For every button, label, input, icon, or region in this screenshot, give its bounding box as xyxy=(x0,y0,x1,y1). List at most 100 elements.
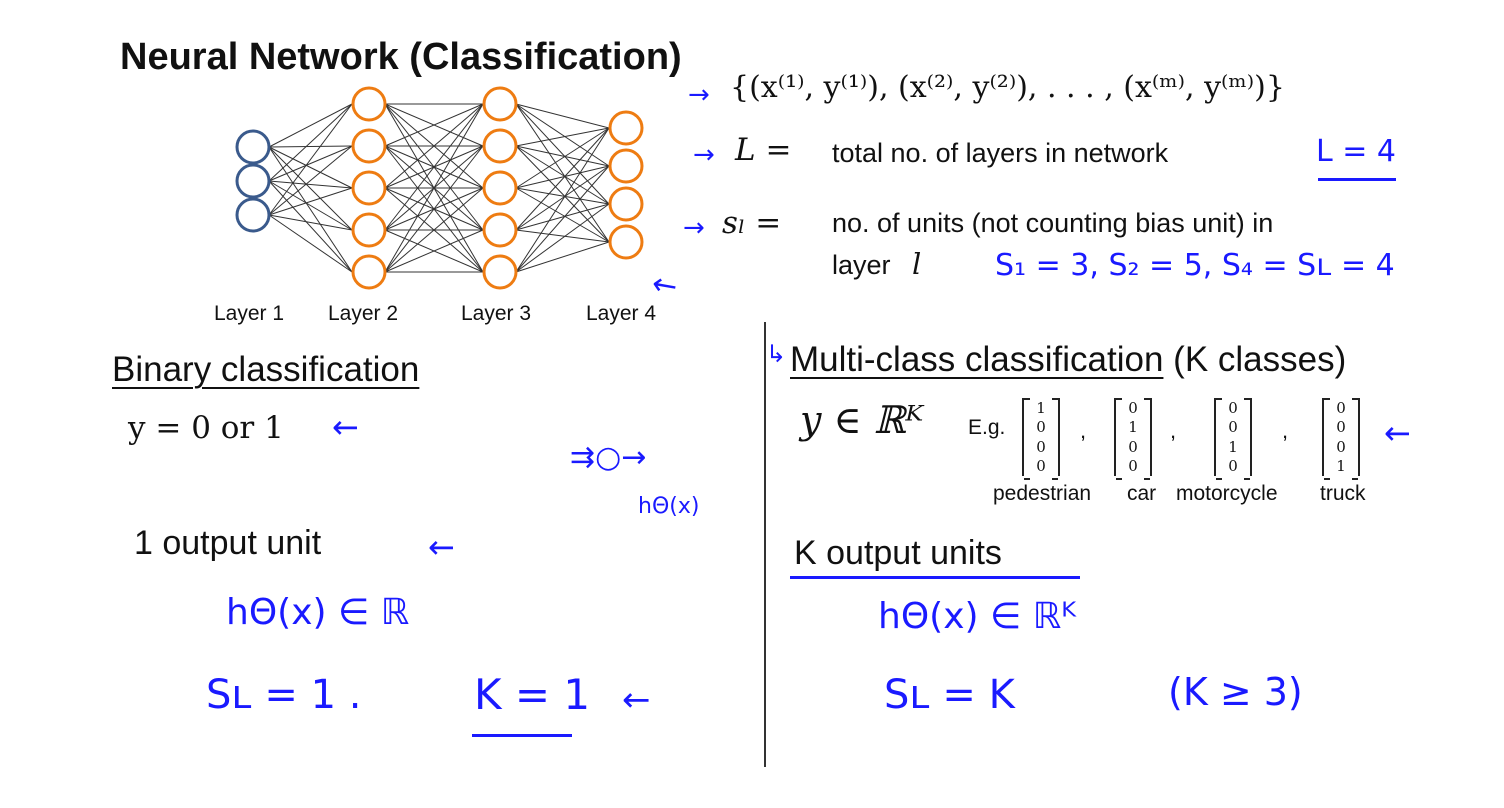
vector-entry: 0 xyxy=(1036,418,1046,437)
network-unit xyxy=(482,212,518,248)
multi-section-title-suffix: (K classes) xyxy=(1173,340,1347,379)
network-unit xyxy=(351,86,387,122)
network-connection xyxy=(268,180,353,273)
network-connection xyxy=(515,127,610,189)
multi-output-units: K output units xyxy=(794,534,1002,572)
network-unit xyxy=(482,170,518,206)
s-symbol: sₗ = xyxy=(722,205,782,241)
network-connection xyxy=(384,103,484,147)
network-connection xyxy=(268,214,353,273)
binary-y-expression: y = 0 or 1 xyxy=(128,410,284,446)
single-unit-output-note: hΘ(x) xyxy=(638,494,700,519)
network-connection xyxy=(268,103,353,182)
vector-entry: 0 xyxy=(1128,398,1138,417)
network-unit xyxy=(235,129,271,165)
vector-entry: 0 xyxy=(1228,398,1238,417)
vector-entry: 0 xyxy=(1336,418,1346,437)
network-unit xyxy=(351,212,387,248)
vector-separator: , xyxy=(1282,418,1289,443)
layer-2-label: Layer 2 xyxy=(328,302,399,325)
network-connection xyxy=(268,145,353,148)
class-label-motorcycle: motorcycle xyxy=(1176,482,1278,505)
layer-4-label: Layer 4 xyxy=(586,302,657,325)
binary-h-note: hΘ(x) ∈ ℝ xyxy=(226,592,410,633)
network-unit xyxy=(608,148,644,184)
network-connection xyxy=(384,229,484,273)
network-connection xyxy=(515,203,610,273)
vector-entry: 1 xyxy=(1036,398,1046,417)
network-connection xyxy=(268,146,353,189)
training-set-expression: {(x⁽¹⁾, y⁽¹⁾), (x⁽²⁾, y⁽²⁾), . . . , (x⁽… xyxy=(730,70,1285,105)
vector-entry: 0 xyxy=(1336,398,1346,417)
vector-entry: 0 xyxy=(1336,437,1346,456)
neural-network-diagram xyxy=(235,86,644,290)
network-connection xyxy=(268,180,353,189)
network-connection xyxy=(384,103,484,189)
vector-entry: 0 xyxy=(1228,457,1238,476)
network-connection xyxy=(268,145,353,216)
k-note-underline xyxy=(472,734,572,737)
multi-h-note: hΘ(x) ∈ ℝᴷ xyxy=(878,596,1077,637)
vector-separator: , xyxy=(1080,418,1087,443)
binary-output-units: 1 output unit xyxy=(134,524,322,562)
s-description-line2: layer xyxy=(832,250,891,280)
multi-y-expression: y ∈ ℝᴷ xyxy=(800,398,924,442)
network-unit xyxy=(608,224,644,260)
network-connection xyxy=(268,145,353,182)
network-connection xyxy=(515,187,610,205)
network-connection xyxy=(515,103,610,167)
arrow-annotation: ← xyxy=(428,528,455,566)
arrow-annotation: ← xyxy=(1384,414,1411,452)
network-unit xyxy=(608,110,644,146)
network-connection xyxy=(515,241,610,273)
class-label-car: car xyxy=(1127,482,1157,505)
layer-1-label: Layer 1 xyxy=(214,302,285,325)
network-connection xyxy=(268,103,353,216)
vector-entry: 0 xyxy=(1036,437,1046,456)
layer-3-label: Layer 3 xyxy=(461,302,532,325)
class-label-pedestrian: pedestrian xyxy=(993,482,1092,505)
L-note-underline xyxy=(1318,178,1396,181)
network-connection xyxy=(515,127,610,231)
network-connection xyxy=(515,145,610,167)
network-unit xyxy=(235,197,271,233)
vector-entry: 0 xyxy=(1228,418,1238,437)
arrow-annotation: ← xyxy=(332,408,359,446)
binary-sl-note: Sʟ = 1 . xyxy=(206,672,362,718)
network-connection xyxy=(515,165,610,231)
network-connection xyxy=(515,145,610,205)
s-description-var: l xyxy=(912,247,922,281)
network-connection xyxy=(268,187,353,216)
network-connection xyxy=(515,229,610,243)
arrow-annotation: ← xyxy=(622,680,651,720)
s-values-note: S₁ = 3, S₂ = 5, S₄ = Sʟ = 4 xyxy=(995,248,1395,283)
network-connection xyxy=(515,127,610,273)
network-connection xyxy=(515,203,610,231)
L-symbol: L = xyxy=(735,132,792,168)
network-unit xyxy=(608,186,644,222)
network-connection xyxy=(515,103,610,243)
arrow-annotation: → xyxy=(683,213,705,243)
s-description-line1: no. of units (not counting bias unit) in xyxy=(832,208,1274,238)
network-connection xyxy=(384,187,484,273)
multi-k-note: (K ≥ 3) xyxy=(1168,670,1303,714)
network-connection xyxy=(515,127,610,147)
network-connection xyxy=(384,103,484,273)
single-unit-sketch: ⇉○→ xyxy=(570,440,647,475)
network-connection xyxy=(515,103,610,129)
network-connection xyxy=(515,103,610,205)
vector-separator: , xyxy=(1170,418,1177,443)
network-unit xyxy=(235,163,271,199)
network-unit xyxy=(482,128,518,164)
network-connection xyxy=(268,214,353,231)
L-value-note: L = 4 xyxy=(1316,134,1397,169)
network-connection xyxy=(384,103,484,231)
network-connection xyxy=(515,165,610,189)
network-connection xyxy=(268,146,353,231)
vector-entry: 1 xyxy=(1228,437,1238,456)
example-label: E.g. xyxy=(968,416,1006,439)
